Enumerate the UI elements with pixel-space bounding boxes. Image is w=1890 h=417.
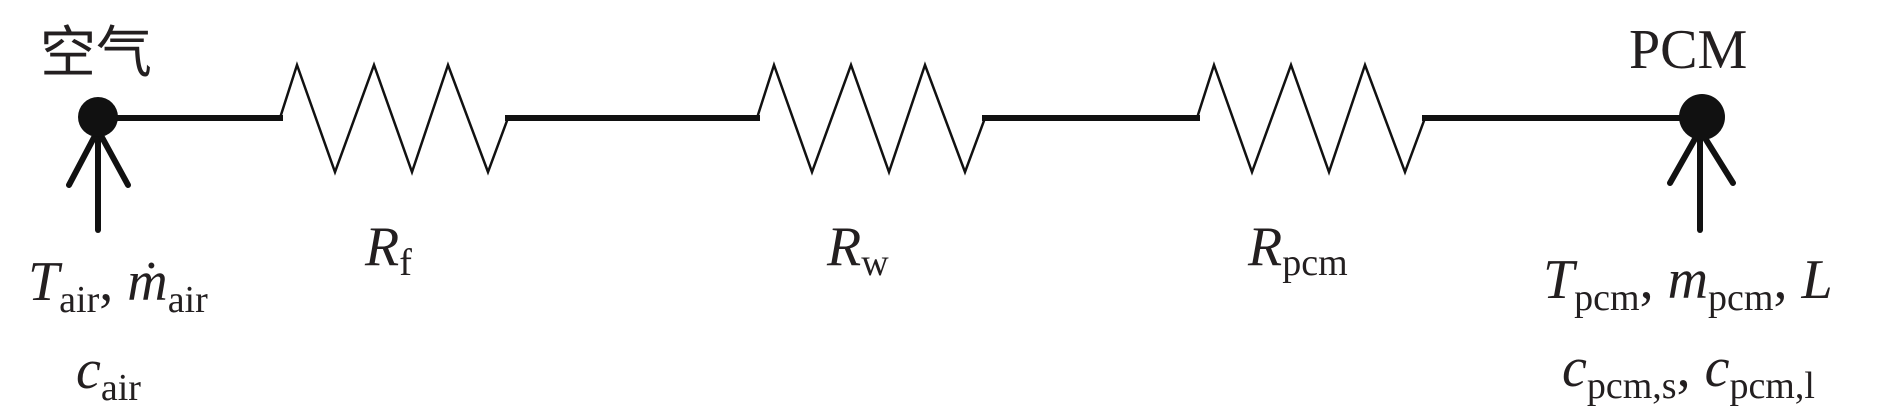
pcm-c-separator: , [1677,337,1705,399]
rw-subscript: w [861,242,889,284]
air-spoke-left [66,127,101,188]
resistor-rw-symbol [755,61,987,176]
pcm-T-subscript: pcm [1574,277,1639,319]
air-T-subscript: air [59,279,99,321]
air-props-line2: cair [76,339,141,409]
pcm-m-subscript: pcm [1708,277,1773,319]
pcm-node [1667,94,1736,233]
air-props-line1: Tair, ṁair [28,251,208,321]
rf-R: R [364,216,399,278]
pcm-T-symbol: T [1543,249,1578,311]
pcm-cs-subscript: pcm,s [1587,365,1677,407]
pcm-cl-symbol: c [1705,337,1730,399]
air-node-dot [78,97,118,137]
resistor-rpcm-label: Rpcm [1247,216,1348,284]
resistor-rw-label: Rw [826,216,889,284]
pcm-node-dot [1679,94,1725,140]
pcm-separator-1: , [1640,249,1668,311]
pcm-m-symbol: m [1668,249,1708,311]
air-T-symbol: T [28,251,63,313]
air-mdot-symbol: ṁ [127,251,167,313]
rpcm-subscript: pcm [1282,242,1347,284]
rpcm-R: R [1247,216,1282,278]
rw-R: R [826,216,861,278]
pcm-cl-subscript: pcm,l [1729,365,1814,407]
pcm-props-line1: Tpcm, mpcm, L [1543,249,1833,319]
air-separator: , [99,251,127,313]
rf-subscript: f [399,242,412,284]
pcm-cs-symbol: c [1562,337,1587,399]
air-title: 空气 [40,23,152,85]
resistor-rf-symbol [278,61,510,176]
air-mdot-subscript: air [168,279,208,321]
air-c-symbol: c [76,339,101,401]
air-spoke-right [95,127,131,188]
pcm-separator-2: , [1773,249,1801,311]
pcm-L-symbol: L [1800,249,1832,311]
resistor-rf-label: Rf [364,216,412,284]
air-c-subscript: air [101,367,141,409]
pcm-props-line2: cpcm,s, cpcm,l [1562,337,1815,407]
resistor-rpcm-symbol [1195,61,1427,176]
air-node [66,97,131,233]
pcm-title: PCM [1629,19,1747,81]
